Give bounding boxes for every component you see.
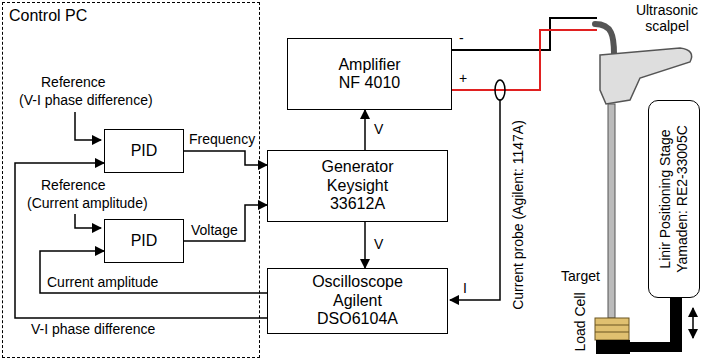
part-name: Ultrasonic scalpel xyxy=(632,2,702,34)
node-heading: PID xyxy=(131,232,158,250)
current-probe xyxy=(495,80,505,100)
reference-label: Reference xyxy=(40,177,107,193)
terminal-sign: - xyxy=(458,30,465,46)
node-detail: Keysight 33612A xyxy=(308,177,408,214)
signal-connector xyxy=(184,205,267,241)
signal-label: V-I phase difference xyxy=(30,321,156,337)
region-title: Control PC xyxy=(9,7,87,25)
node-detail: Agilent DSO6104A xyxy=(308,292,408,329)
pid-box: PID xyxy=(104,129,184,173)
node-detail: Yamaden: RE2-33005C xyxy=(674,104,691,294)
signal-label: Current amplitude xyxy=(46,274,159,290)
oscilloscope-box: OscilloscopeAgilent DSO6104A xyxy=(267,268,448,334)
scalpel-cable xyxy=(595,24,614,54)
node-heading: Linir Positioning Stage xyxy=(657,104,674,294)
reference-label: Reference xyxy=(40,74,107,90)
reference-arrow xyxy=(75,112,101,140)
pid-box: PID xyxy=(104,219,184,263)
node-heading: Amplifier xyxy=(338,56,400,74)
reference-arrow xyxy=(75,214,101,228)
reference-label: (V-I phase difference) xyxy=(18,92,154,108)
stage-text: Linir Positioning StageYamaden: RE2-3300… xyxy=(657,104,691,294)
terminal-sign: + xyxy=(458,70,468,86)
load-cell-arm xyxy=(670,298,682,352)
part-name: Load Cell xyxy=(572,291,588,352)
positive-wire xyxy=(452,30,597,90)
part-name: Target xyxy=(560,268,601,284)
positioning-stage: Linir Positioning StageYamaden: RE2-3300… xyxy=(648,100,700,298)
amplifier-box: AmplifierNF 4010 xyxy=(287,38,452,110)
load-cell xyxy=(596,340,630,354)
node-detail: NF 4010 xyxy=(339,74,400,92)
probe-label: Current probe (Agilent: 1147A) xyxy=(510,119,526,311)
signal-name: I xyxy=(462,280,468,296)
signal-connector xyxy=(364,110,366,150)
signal-label: V xyxy=(373,236,384,252)
signal-label: Voltage xyxy=(190,222,239,238)
node-heading: Generator xyxy=(321,158,393,176)
signal-connector xyxy=(184,151,267,165)
generator-box: GeneratorKeysight 33612A xyxy=(267,150,448,222)
node-heading: Oscilloscope xyxy=(312,273,403,291)
target xyxy=(595,318,629,340)
signal-label: Frequency xyxy=(188,131,256,147)
signal-label: V xyxy=(373,121,384,137)
motion-arrow xyxy=(692,308,694,338)
node-heading: PID xyxy=(131,142,158,160)
negative-wire xyxy=(452,18,597,50)
signal-connector xyxy=(364,222,366,268)
signal-connector xyxy=(15,163,267,318)
scalpel-handle xyxy=(600,48,692,104)
reference-label: (Current amplitude) xyxy=(26,195,149,211)
probe-wire xyxy=(450,100,500,300)
scalpel-shaft xyxy=(608,104,615,318)
